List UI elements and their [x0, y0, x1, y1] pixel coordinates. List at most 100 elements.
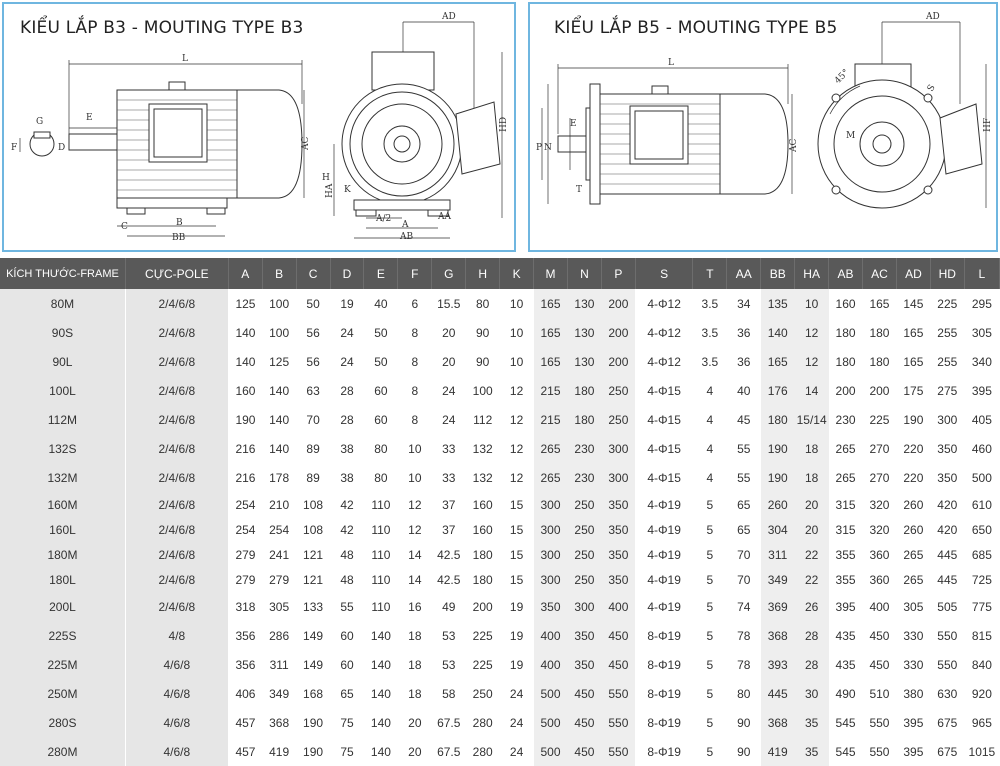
table-cell: 265: [533, 434, 568, 463]
table-cell: 380: [903, 686, 924, 701]
table-cell: 140: [269, 412, 290, 427]
table-cell: 355: [835, 547, 856, 562]
table-cell: 4-Φ15: [647, 412, 681, 427]
table-cell: 4-Φ19: [647, 497, 681, 512]
table-cell: 48: [340, 547, 354, 562]
table-header-cell: AB: [828, 258, 864, 289]
table-cell: 311: [760, 542, 795, 567]
b3-label-E: E: [86, 113, 93, 123]
table-header-cell: AC: [862, 258, 897, 289]
table-cell: 90: [476, 354, 490, 369]
table-cell: 110: [371, 522, 391, 537]
table-header-cell: HD: [930, 258, 965, 289]
b3-label-C: C: [121, 222, 128, 232]
table-cell: 74: [737, 599, 751, 614]
table-cell: 320: [869, 522, 890, 537]
table-header-cell: M: [533, 258, 568, 289]
table-cell: 180: [869, 325, 890, 340]
table-cell: 5: [706, 497, 714, 512]
table-cell: 340: [971, 354, 992, 369]
table-cell: 38: [340, 470, 354, 485]
b5-label-S: S: [926, 83, 938, 93]
b3-side-view: L E G F D: [11, 54, 311, 243]
pole-cell: 2/4/6/8: [125, 347, 229, 376]
table-cell: 18: [794, 434, 829, 463]
table-cell: 140: [370, 686, 391, 701]
table-cell: 355: [835, 572, 856, 587]
table-cell: 149: [303, 628, 324, 643]
table-cell: 300: [533, 567, 568, 592]
table-cell: 20: [408, 715, 422, 730]
table-cell: 450: [601, 650, 636, 679]
table-cell: 110: [371, 497, 391, 512]
table-cell: 80: [374, 441, 388, 456]
table-cell: 5: [706, 686, 714, 701]
table-cell: 200: [472, 599, 493, 614]
table-cell: 50: [374, 354, 388, 369]
table-cell: 300: [533, 542, 568, 567]
table-cell: 4-Φ19: [647, 522, 681, 537]
table-cell: 8: [411, 412, 419, 427]
table-cell: 550: [601, 679, 636, 708]
table-cell: 12: [408, 497, 422, 512]
table-header-cell: F: [397, 258, 433, 289]
table-cell: 22: [794, 542, 829, 567]
table-cell: 24: [442, 412, 456, 427]
table-cell: 140: [370, 744, 391, 759]
table-cell: 65: [340, 686, 354, 701]
table-cell: 350: [937, 470, 958, 485]
frame-cell: 225S: [0, 621, 126, 650]
table-cell: 330: [903, 657, 924, 672]
table-cell: 1015: [968, 744, 996, 759]
table-cell: 318: [235, 599, 256, 614]
b3-front-view: AD HD H HA K A/2 A: [322, 12, 509, 242]
table-cell: 510: [869, 686, 890, 701]
table-cell: 368: [269, 715, 290, 730]
table-cell: 215: [533, 405, 568, 434]
table-cell: 230: [567, 434, 602, 463]
table-cell: 725: [971, 572, 992, 587]
table-cell: 545: [835, 744, 856, 759]
table-cell: 35: [794, 708, 829, 737]
table-cell: 24: [340, 354, 354, 369]
table-cell: 450: [567, 708, 602, 737]
table-cell: 75: [340, 744, 354, 759]
table-cell: 28: [340, 412, 354, 427]
table-cell: 304: [760, 517, 795, 542]
table-cell: 100: [472, 383, 493, 398]
table-cell: 265: [835, 441, 856, 456]
table-cell: 315: [835, 522, 856, 537]
table-header-cell: AD: [896, 258, 931, 289]
table-cell: 350: [601, 542, 636, 567]
table-cell: 140: [370, 657, 391, 672]
table-cell: 4-Φ19: [647, 572, 681, 587]
table-cell: 200: [869, 383, 890, 398]
table-cell: 216: [235, 470, 256, 485]
table-cell: 12: [408, 522, 422, 537]
table-cell: 220: [903, 470, 924, 485]
table-cell: 24: [340, 325, 354, 340]
pole-cell: 4/8: [125, 621, 229, 650]
table-cell: 26: [794, 592, 829, 621]
table-cell: 4-Φ19: [647, 547, 681, 562]
table-cell: 60: [340, 657, 354, 672]
table-cell: 3.5: [701, 325, 719, 340]
table-cell: 180: [835, 325, 856, 340]
b3-label-AC: AC: [301, 137, 311, 151]
table-cell: 60: [374, 412, 388, 427]
table-cell: 279: [235, 547, 256, 562]
panel-b3-drawing: KIỂU LẮP B3 - MOUTING TYPE B3 L E G F D: [2, 2, 516, 252]
table-cell: 8: [411, 354, 419, 369]
table-cell: 5: [706, 547, 714, 562]
table-cell: 395: [903, 715, 924, 730]
table-cell: 305: [903, 599, 924, 614]
table-cell: 16: [408, 599, 422, 614]
table-cell: 28: [340, 383, 354, 398]
table-cell: 965: [971, 715, 992, 730]
table-cell: 330: [903, 628, 924, 643]
table-cell: 4: [706, 441, 714, 456]
